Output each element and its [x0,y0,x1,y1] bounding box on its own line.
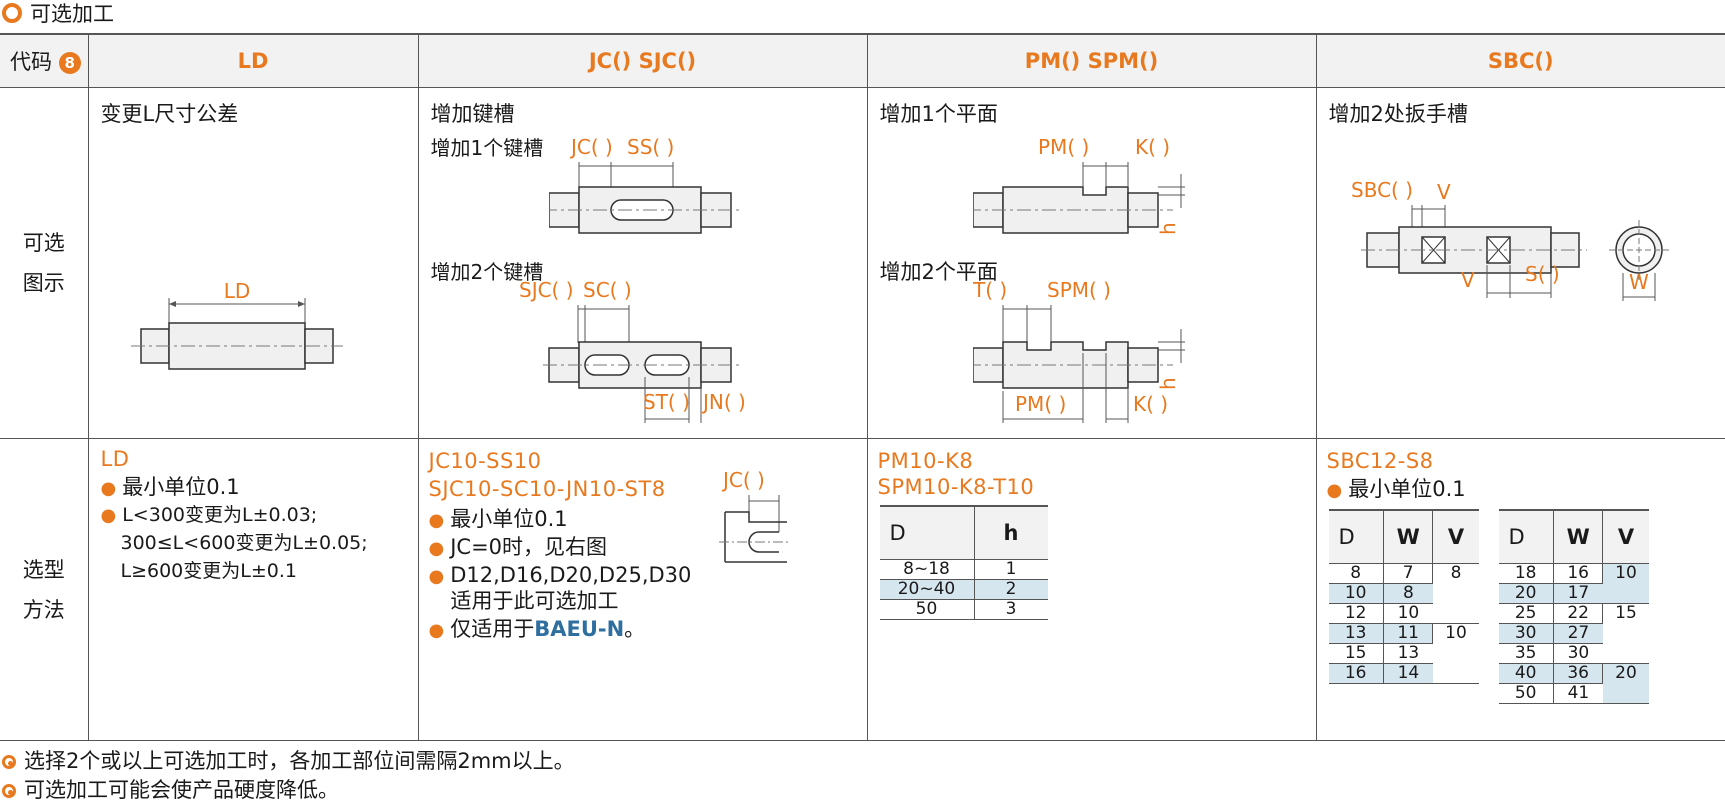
jc-caption: 增加键槽 [430,102,515,126]
jc-sub2: 增加2个键槽 [430,260,544,284]
code-header: 代码 8 [0,33,89,88]
jc-bullet-4: ●仅适用于BAEU-N。 [428,617,646,641]
jc-zero-detail-drawing: JC( ) [718,468,789,563]
svg-text:SC( ): SC( ) [583,278,632,302]
col-header-jc: JC() SJC() [418,33,868,88]
col-header-pm: PM() SPM() [867,33,1317,88]
cell-ld-figure: 变更L尺寸公差 LD [88,87,419,439]
row-label-method: 选型 方法 [0,438,89,741]
svg-text:PM( ): PM( ) [1015,392,1066,416]
svg-text:K( ): K( ) [1133,392,1168,416]
cell-jc-figure: 增加键槽 增加1个键槽 增加2个键槽 JC( ) SS( ) [418,87,868,439]
target-bullet-icon [2,783,16,798]
pm-code-1: PM10-K8 [877,449,974,473]
cell-sbc-figure: 增加2处扳手槽 SBC( ) V [1316,87,1725,439]
jc-bullet-2: ●JC=0时，见右图 [428,535,608,559]
svg-text:W: W [1629,270,1649,294]
svg-text:SBC( ): SBC( ) [1351,178,1413,202]
target-bullet-icon [2,754,16,769]
svg-text:SPM( ): SPM( ) [1047,278,1111,302]
jc-bullet-3: ●D12,D16,D20,D25,D30 [428,563,692,587]
cell-jc-method: JC10-SS10 SJC10-SC10-JN10-ST8 ●最小单位0.1 ●… [418,438,868,741]
svg-text:V: V [1461,268,1475,292]
sbc-code: SBC12-S8 [1326,449,1434,473]
option-table: 代码 8 LD JC() SJC() PM() SPM() SBC() 可选 图… [0,33,1725,741]
pm-single-flat-drawing: PM( ) K( ) h [972,135,1185,235]
svg-text:PM( ): PM( ) [1038,135,1089,159]
ld-dim-label: LD [223,279,250,303]
jc-bullet-3-cont: 适用于此可选加工 [450,589,619,613]
jc-double-keyway-drawing: SJC( ) SC( ) ST [519,278,746,423]
pm-double-flat-drawing: T( ) SPM( ) h [972,278,1185,423]
svg-text:SJC( ): SJC( ) [519,278,574,302]
code-number-badge: 8 [58,52,81,74]
sbc-bullet: ●最小单位0.1 [1326,477,1466,501]
notes: 选择2个或以上可选加工时，各加工部位间需隔2mm以上。 可选加工可能会使产品硬度… [2,747,575,805]
ld-bullet-1: ●最小单位0.1 [100,475,240,499]
svg-text:ST( ): ST( ) [643,390,690,414]
sbc-wrench-flat-drawing: SBC( ) V [1351,178,1669,301]
section-title-text: 可选加工 [30,2,114,26]
jc-bullet-1: ●最小单位0.1 [428,507,568,531]
section-title: 可选加工 [2,0,114,26]
svg-text:h: h [1156,377,1180,390]
ld-bullet-3: 300≤L<600变更为L±0.05; [120,532,368,554]
svg-text:JN( ): JN( ) [701,390,746,414]
svg-text:SS( ): SS( ) [627,135,674,159]
cell-ld-method: LD ●最小单位0.1 ●L<300变更为L±0.03; 300≤L<600变更… [88,438,419,741]
sbc-caption: 增加2处扳手槽 [1328,102,1468,126]
ld-bullet-2: ●L<300变更为L±0.03; [100,504,318,526]
svg-text:JC( ): JC( ) [721,468,765,492]
jc-code-2: SJC10-SC10-JN10-ST8 [428,477,666,501]
pm-code-2: SPM10-K8-T10 [877,475,1035,499]
code-header-label: 代码 [10,50,52,74]
ld-bullet-4: L≥600变更为L±0.1 [120,560,298,582]
svg-text:K( ): K( ) [1135,135,1170,159]
jc-code-1: JC10-SS10 [428,449,542,473]
svg-text:h: h [1156,222,1180,235]
svg-text:T( ): T( ) [973,278,1007,302]
note-1: 选择2个或以上可选加工时，各加工部位间需隔2mm以上。 [2,747,575,776]
ld-code: LD [100,447,130,471]
svg-text:S( ): S( ) [1525,262,1560,286]
brand-link: BAEU-N [534,617,625,641]
svg-text:JC( ): JC( ) [569,135,613,159]
row-label-figure: 可选 图示 [0,87,89,439]
pm-caption2: 增加2个平面 [879,260,998,284]
col-header-sbc: SBC() [1316,33,1725,88]
ld-caption: 变更L尺寸公差 [100,102,239,126]
ring-bullet-icon [2,3,22,23]
ld-shaft-drawing: LD [130,279,343,370]
jc-single-keyway-drawing: JC( ) SS( ) [548,135,739,234]
col-header-ld: LD [88,33,419,88]
pm-caption1: 增加1个平面 [879,102,998,126]
cell-pm-figure: 增加1个平面 增加2个平面 PM( ) K( ) h [867,87,1317,439]
jc-sub1: 增加1个键槽 [430,136,544,160]
note-2: 可选加工可能会使产品硬度降低。 [2,776,575,805]
svg-text:V: V [1437,180,1451,204]
